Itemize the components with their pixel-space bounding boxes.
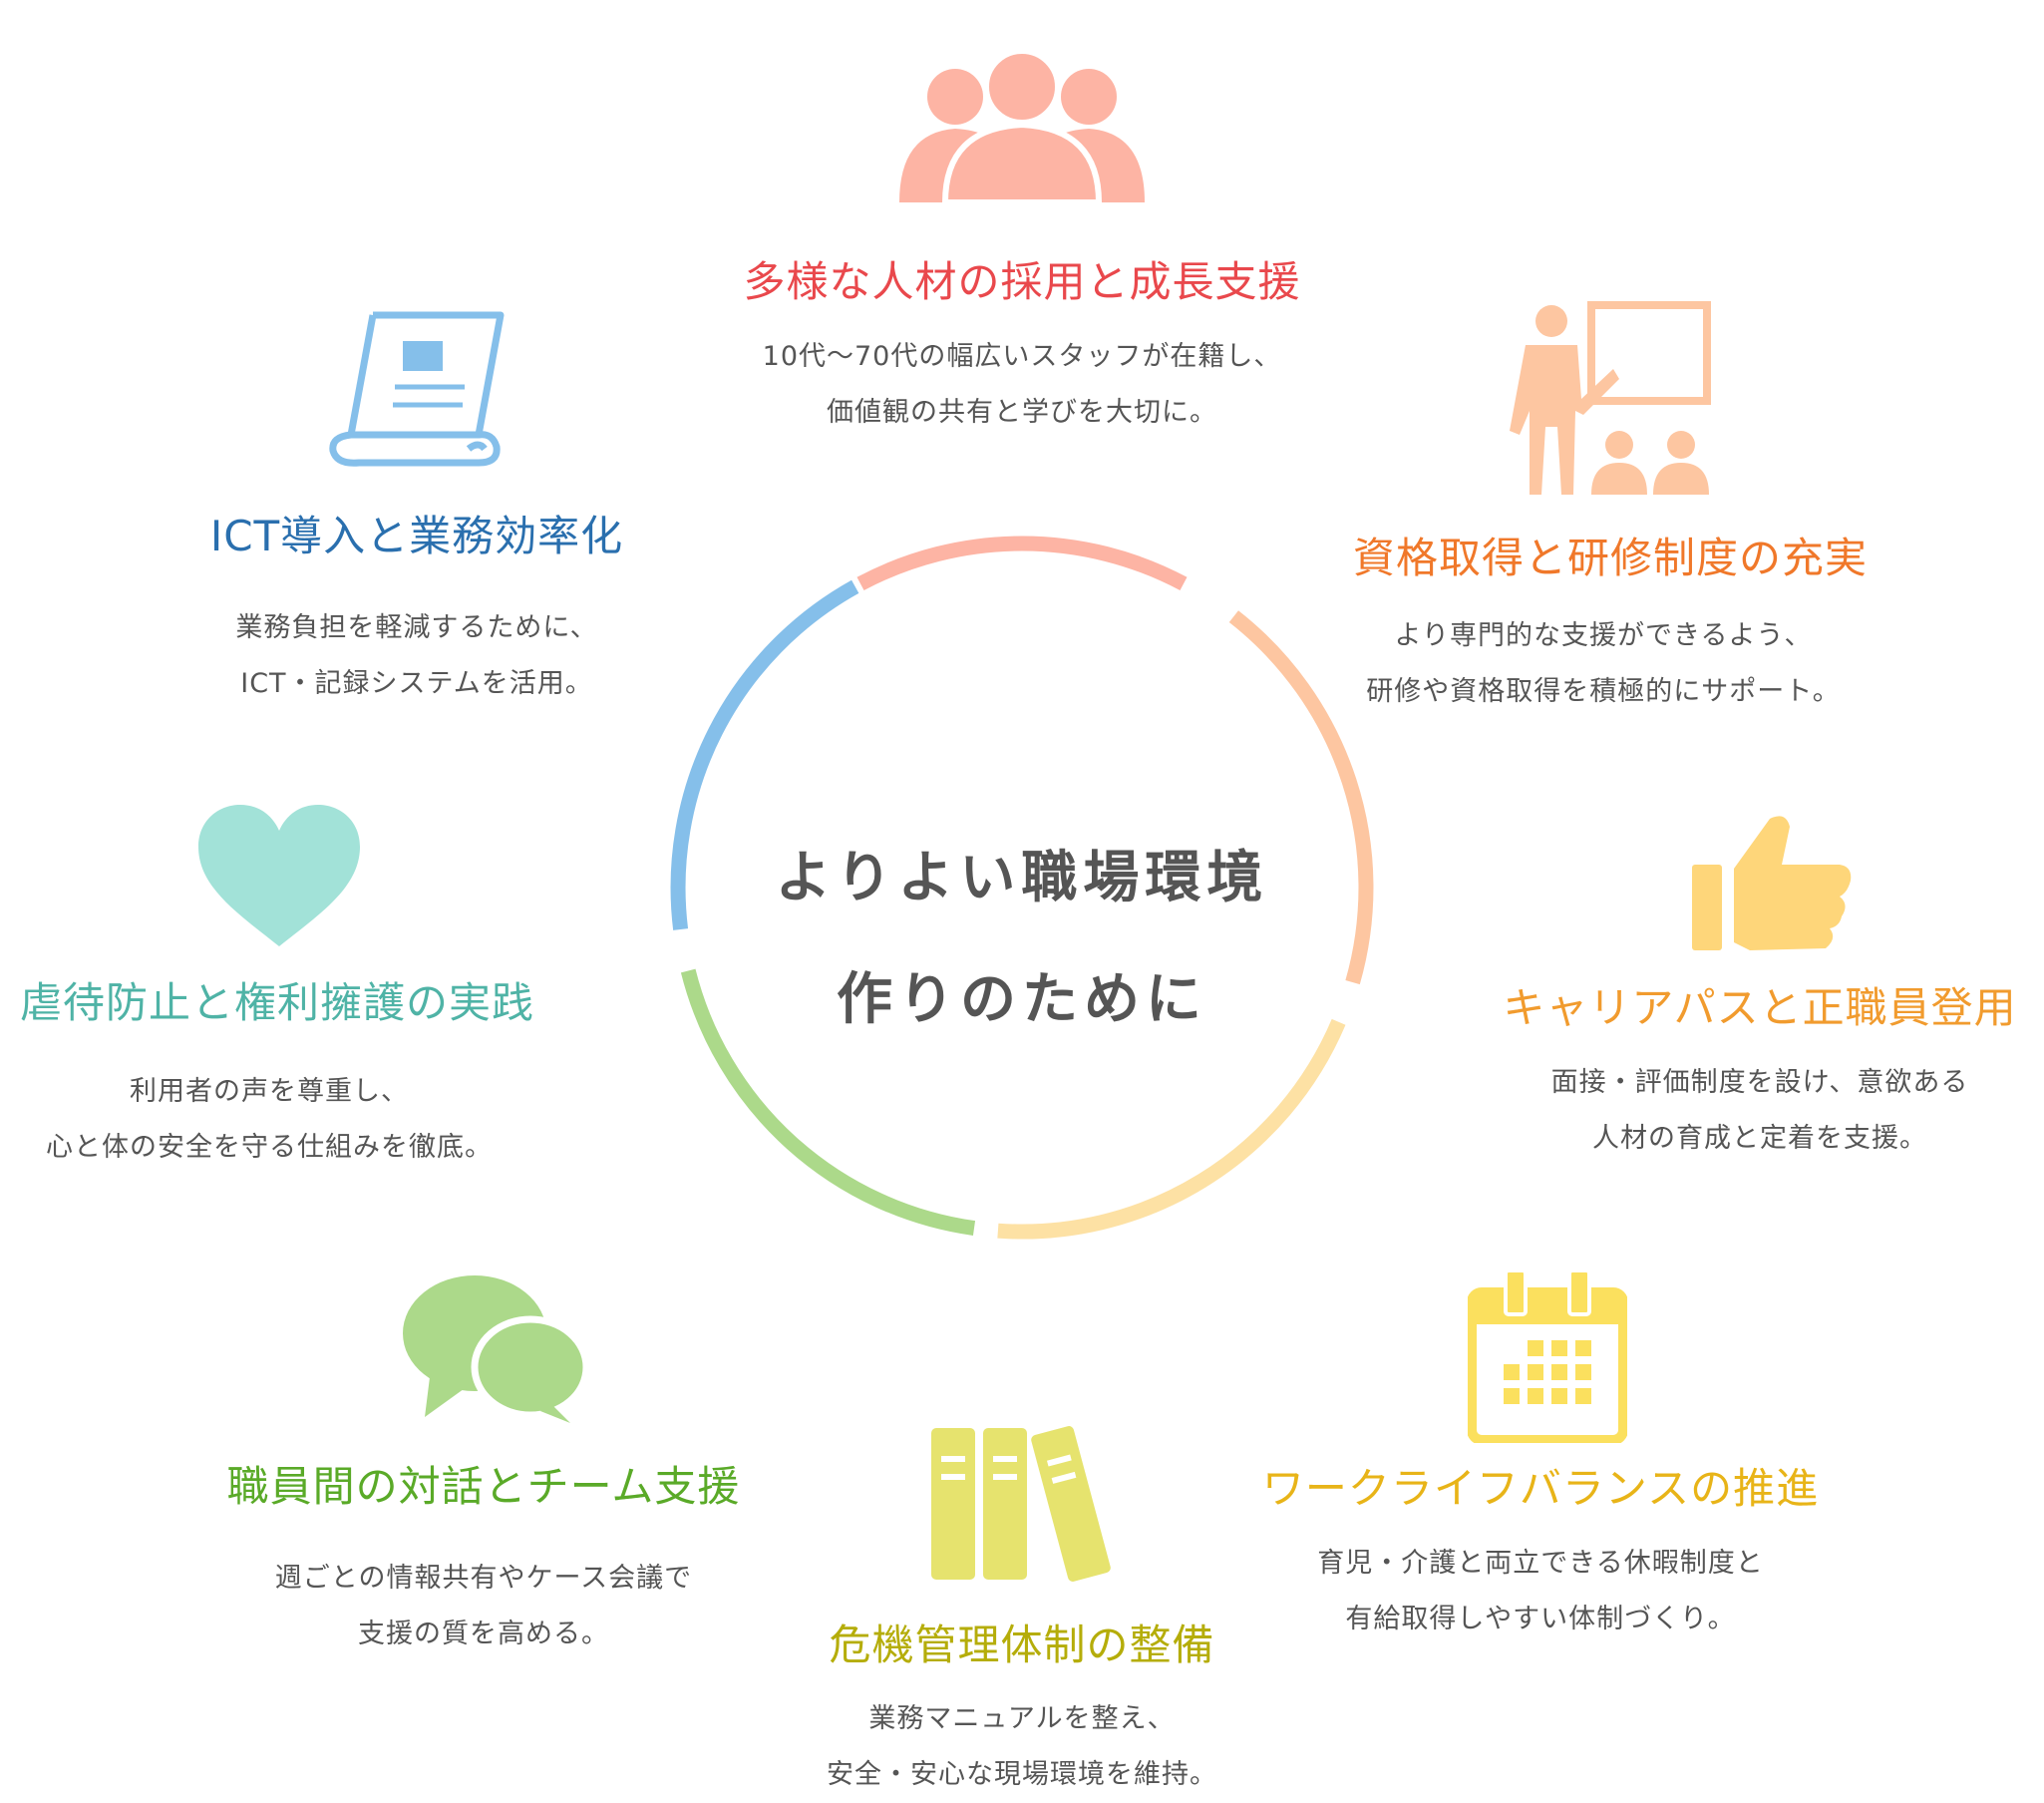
ring-arc-green [680, 968, 976, 1237]
item-title-rights: 虐待防止と権利擁護の実践 [19, 978, 535, 1027]
item-desc-training-line1: より専門的な支援ができるよう、 [1394, 620, 1813, 651]
item-desc-recruitment: 10代〜70代の幅広いスタッフが在籍し、 価値観の共有と学びを大切に。 [763, 329, 1282, 441]
item-title-recruitment: 多様な人材の採用と成長支援 [743, 257, 1301, 306]
item-desc-recruitment-line2: 価値観の共有と学びを大切に。 [827, 397, 1217, 428]
ring-arc-blue [670, 579, 859, 930]
thumbs-up-icon [1692, 816, 1852, 950]
item-desc-rights: 利用者の声を尊重し、 心と体の安全を守る仕組みを徹底。 [46, 1064, 493, 1176]
item-desc-career-line1: 面接・評価制度を設け、意欲ある [1550, 1067, 1969, 1098]
item-desc-training-line2: 研修や資格取得を積極的にサポート。 [1366, 676, 1841, 707]
calendar-icon [1468, 1268, 1627, 1443]
item-desc-team: 週ごとの情報共有やケース会議で 支援の質を高める。 [275, 1551, 692, 1662]
heart-icon [198, 805, 360, 946]
item-desc-ict-line2: ICT・記録システムを活用。 [240, 668, 593, 699]
center-title: よりよい職場環境 作りのために [776, 818, 1269, 1061]
item-desc-rights-line1: 利用者の声を尊重し、 [130, 1076, 409, 1107]
item-desc-rights-line2: 心と体の安全を守る仕組みを徹底。 [46, 1132, 493, 1163]
center-title-line2: 作りのために [836, 967, 1207, 1032]
ring-arc-yellow [997, 1018, 1346, 1240]
item-desc-risk-line2: 安全・安心な現場環境を維持。 [827, 1759, 1217, 1790]
item-desc-recruitment-line1: 10代〜70代の幅広いスタッフが在籍し、 [762, 341, 1282, 372]
item-desc-career: 面接・評価制度を設け、意欲ある 人材の育成と定着を支援。 [1551, 1055, 1969, 1167]
item-title-worklife: ワークライフバランスの推進 [1261, 1464, 1820, 1513]
item-title-team: 職員間の対話とチーム支援 [226, 1462, 741, 1511]
item-desc-worklife-line1: 育児・介護と両立できる休暇制度と [1317, 1548, 1764, 1579]
item-desc-ict-line1: 業務負担を軽減するために、 [235, 612, 598, 643]
presentation-icon [1510, 301, 1711, 495]
item-desc-team-line2: 支援の質を高める。 [357, 1619, 609, 1649]
item-desc-ict: 業務負担を軽減するために、 ICT・記録システムを活用。 [235, 600, 597, 712]
item-desc-team-line1: 週ごとの情報共有やケース会議で [274, 1563, 693, 1594]
document-scroll-icon [329, 311, 505, 467]
item-desc-risk: 業務マニュアルを整え、 安全・安心な現場環境を維持。 [827, 1691, 1217, 1803]
item-desc-career-line2: 人材の育成と定着を支援。 [1592, 1123, 1927, 1154]
item-desc-worklife: 育児・介護と両立できる休暇制度と 有給取得しやすい体制づくり。 [1317, 1536, 1763, 1647]
ring-arc-salmon [856, 536, 1188, 591]
binders-icon [931, 1426, 1111, 1582]
item-title-risk: 危機管理体制の整備 [829, 1621, 1215, 1669]
item-title-ict: ICT導入と業務効率化 [209, 512, 624, 560]
speech-bubbles-icon [403, 1275, 588, 1423]
item-desc-worklife-line2: 有給取得しやすい体制づくり。 [1345, 1604, 1736, 1634]
people-group-icon [899, 48, 1145, 202]
item-title-training: 資格取得と研修制度の充実 [1352, 534, 1869, 582]
center-title-line1: よりよい職場環境 [775, 846, 1269, 910]
ring-arc-peach [1228, 610, 1374, 985]
item-desc-training: より専門的な支援ができるよう、 研修や資格取得を積極的にサポート。 [1366, 608, 1840, 720]
item-title-career: キャリアパスと正職員登用 [1503, 983, 2017, 1032]
item-desc-risk-line1: 業務マニュアルを整え、 [868, 1703, 1176, 1734]
